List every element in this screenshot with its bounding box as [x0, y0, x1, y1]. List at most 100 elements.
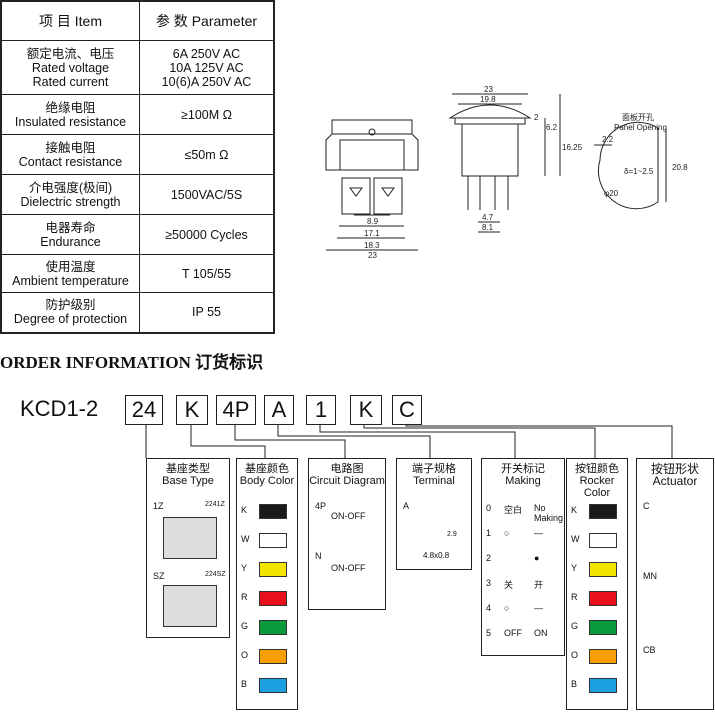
- making-cell: 1: [486, 528, 492, 538]
- code-box: K: [350, 395, 382, 425]
- color-swatch: [589, 533, 617, 548]
- making-cell: 4: [486, 603, 492, 613]
- color-swatch: [589, 678, 617, 693]
- code-box: 24: [125, 395, 163, 425]
- color-code: Y: [241, 563, 248, 573]
- dim-label: 19.8: [480, 95, 496, 104]
- making-cell: 3: [486, 578, 492, 588]
- front-terminal-right: [373, 177, 403, 215]
- side-body: [461, 123, 519, 177]
- color-code: G: [241, 621, 249, 631]
- color-swatch: [589, 504, 617, 519]
- side-rocker: [448, 104, 532, 119]
- circuit-label: ON-OFF: [331, 511, 366, 521]
- base-1z-image: [163, 517, 217, 559]
- color-code: B: [241, 679, 248, 689]
- model-prefix: KCD1-2: [20, 396, 99, 421]
- color-code: W: [241, 534, 250, 544]
- circuit-code: N: [315, 551, 322, 561]
- making-cell: —: [534, 528, 543, 538]
- row-value: IP 55: [139, 292, 275, 333]
- making-cell: ○: [504, 528, 510, 538]
- dim-label: 2.2: [602, 135, 614, 144]
- color-swatch: [259, 504, 287, 519]
- base-part: 224SZ: [205, 571, 226, 578]
- making-cell: 2: [486, 553, 492, 563]
- color-code: B: [571, 679, 578, 689]
- base-part: 2241Z: [205, 501, 225, 508]
- dim-label: 16.25: [562, 143, 583, 152]
- color-code: W: [571, 534, 580, 544]
- dim-label: 23: [484, 85, 493, 94]
- color-swatch: [259, 562, 287, 577]
- color-swatch: [589, 562, 617, 577]
- dim-label: 4.7: [482, 213, 494, 222]
- making-cell: ON: [534, 628, 548, 638]
- color-code: R: [241, 592, 248, 602]
- color-swatch: [589, 591, 617, 606]
- dim-label: 18.3: [364, 241, 380, 250]
- dim-label: φ20: [604, 189, 619, 198]
- color-code: O: [241, 650, 249, 660]
- color-code: O: [571, 650, 579, 660]
- making-cell: 空白: [504, 505, 523, 515]
- base-code: SZ: [153, 571, 165, 581]
- making-cell: ○: [504, 603, 510, 613]
- actuator-code: C: [643, 501, 650, 511]
- making-cell: 开: [534, 580, 544, 590]
- color-code: K: [241, 505, 248, 515]
- color-code: K: [571, 505, 578, 515]
- front-housing: [325, 133, 419, 171]
- color-swatch: [259, 533, 287, 548]
- dim-label: 6.2: [546, 123, 558, 132]
- base-code: 1Z: [153, 501, 164, 511]
- color-swatch: [259, 591, 287, 606]
- code-box: 4P: [216, 395, 256, 425]
- color-swatch: [589, 620, 617, 635]
- color-swatch: [259, 649, 287, 664]
- dim-label: 8.9: [367, 217, 379, 226]
- actuator-code: MN: [643, 571, 657, 581]
- dim-label: 2: [534, 113, 539, 122]
- row-value: 1500VAC/5S: [139, 174, 275, 215]
- circuit-label: ON-OFF: [331, 563, 366, 573]
- color-code: G: [571, 621, 579, 631]
- panel-opening-shape: [597, 121, 659, 210]
- terminal-dim: 4.8x0.8: [423, 551, 450, 560]
- dim-label: 20.8: [672, 163, 688, 172]
- color-swatch: [259, 678, 287, 693]
- making-cell: OFF: [504, 628, 522, 638]
- dim-label: δ=1~2.5: [624, 167, 654, 176]
- terminal-dim: 2.9: [447, 531, 457, 538]
- actuator-code: CB: [643, 645, 656, 655]
- color-code: Y: [571, 563, 578, 573]
- panel-cn: 面板开孔: [622, 112, 654, 122]
- code-box: C: [392, 395, 422, 425]
- code-box: A: [264, 395, 294, 425]
- circuit-code: 4P: [315, 501, 327, 511]
- row-value: ≤50m Ω: [139, 134, 275, 175]
- base-sz-image: [163, 585, 217, 627]
- panel-en: Panel Opening: [614, 123, 667, 132]
- front-terminal-left: [341, 177, 371, 215]
- row-value: T 105/55: [139, 254, 275, 293]
- terminal-code: A: [403, 501, 410, 511]
- front-rocker-top: [331, 119, 413, 135]
- row-value: ≥50000 Cycles: [139, 214, 275, 255]
- code-box: 1: [306, 395, 336, 425]
- dim-label: 23: [368, 251, 377, 260]
- row-value: ≥100M Ω: [139, 94, 275, 135]
- making-cell: —: [534, 603, 543, 613]
- dim-label: 8.1: [482, 223, 494, 232]
